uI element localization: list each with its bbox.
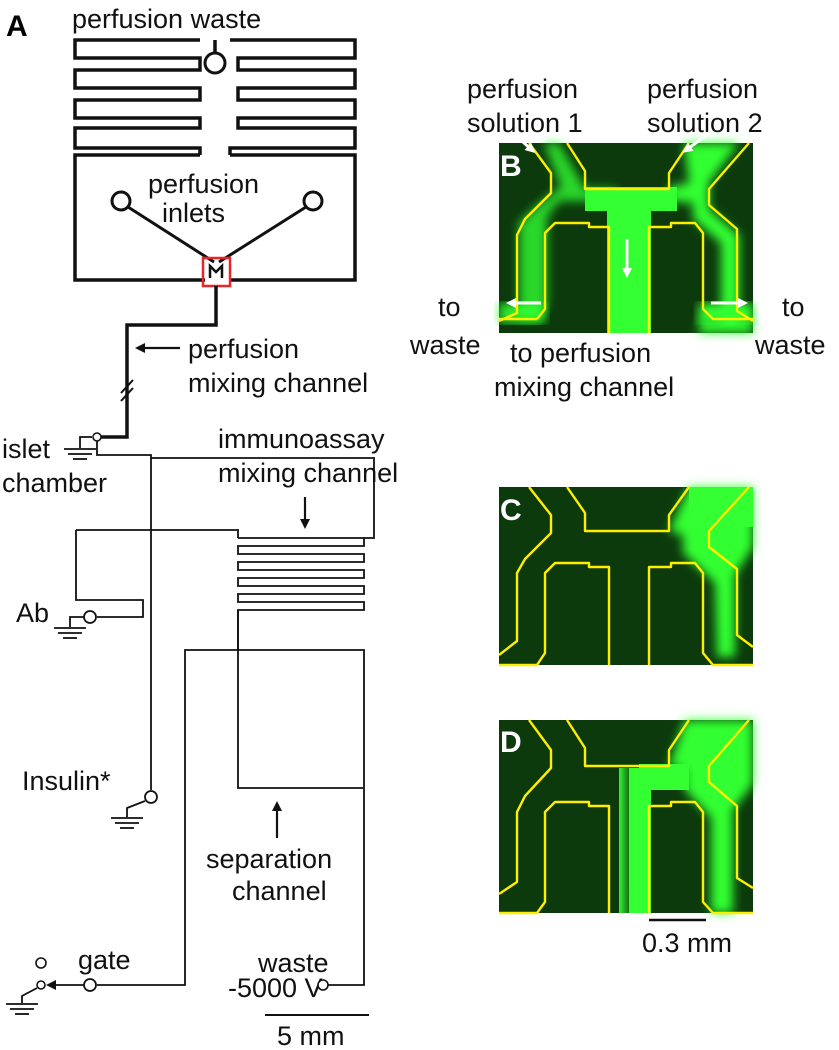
to-mixing-label-2: mixing channel [494,372,674,402]
perfusion-waste-network: perfusion waste perfusion inlets [72,4,357,288]
insulin-reservoir: Insulin* [22,766,158,829]
voltage-label: -5000 V [228,973,323,1003]
insulin-label: Insulin* [22,766,111,796]
perfusion-inlets-label-2: inlets [162,198,225,228]
solution2-label-1: perfusion [647,74,758,104]
inlet-left-reservoir-icon [110,190,132,212]
solution1-label-1: perfusion [467,74,578,104]
to-waste-left-label-2: waste [409,330,481,360]
gate-label: gate [78,945,131,975]
to-waste-right-label-2: waste [754,330,826,360]
to-waste-left-label-1: to [438,292,461,322]
waste-electrode: waste -5000 V [228,948,329,1003]
waste-reservoir-icon [203,51,227,75]
micrograph-c [498,486,754,667]
micrograph-b [498,131,754,333]
to-waste-right-label-1: to [782,292,805,322]
panel-label-c: C [500,494,522,527]
scale-bar-a: 5 mm [265,1014,369,1050]
islet-chamber: islet chamber [2,432,375,790]
panel-label-b: B [500,150,522,183]
immunoassay-mixing-channel: immunoassay mixing channel [76,424,398,986]
panel-label-d: D [500,726,522,759]
panel-label-a: A [6,10,28,43]
ab-label: Ab [16,598,49,628]
perfusion-waste-label: perfusion waste [72,4,261,34]
gate-switch: gate [6,945,131,1015]
islet-chamber-label: chamber [2,468,107,498]
solution2-label-2: solution 2 [647,108,763,138]
micrograph-d [498,719,754,915]
ab-reservoir: Ab [16,530,144,639]
immunoassay-label-2: mixing channel [218,458,398,488]
to-mixing-label-1: to perfusion [510,338,651,368]
immunoassay-label-1: immunoassay [218,424,385,454]
perfusion-inlets-label-1: perfusion [148,169,259,199]
scale-bar-b-label: 0.3 mm [642,928,732,958]
inlet-right-reservoir-icon [302,190,324,212]
perfusion-mixing-label-2: mixing channel [188,368,368,398]
separation-label-2: channel [232,876,327,906]
perfusion-mixing-channel: perfusion mixing channel [101,286,368,439]
islet-label: islet [2,434,51,464]
perfusion-mixing-label-1: perfusion [188,334,299,364]
separation-channel: separation channel [97,649,332,986]
waste-label: waste [257,948,329,978]
solution1-label-2: solution 1 [467,108,583,138]
separation-label-1: separation [206,844,332,874]
scale-bar-b: 0.3 mm [642,918,732,958]
scale-bar-a-label: 5 mm [277,1021,345,1050]
